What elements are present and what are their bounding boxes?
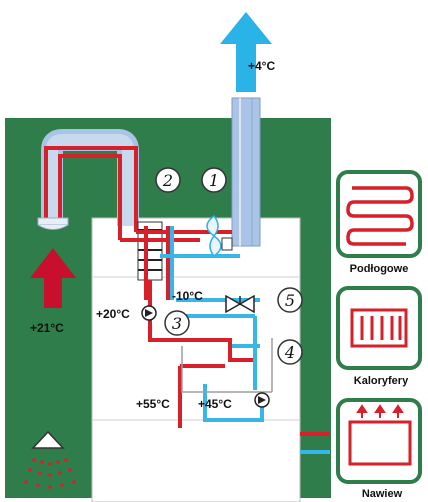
marker-1: 1 <box>209 171 219 190</box>
warm-air-arrow <box>30 248 76 308</box>
air-outlet <box>37 217 69 230</box>
temp-mid-center: -10°C <box>172 289 203 303</box>
marker-2: 2 <box>162 171 173 190</box>
exhaust-arrow <box>220 12 272 92</box>
floor-heating-label: Podłogowe <box>350 263 409 275</box>
floor-heating-panel <box>336 170 422 258</box>
air-supply-panel <box>336 398 422 484</box>
temp-hot-out: +55°C <box>136 397 170 411</box>
gray-lines <box>181 338 273 393</box>
exhaust-duct <box>231 97 261 247</box>
heat-pump-unit <box>91 217 301 502</box>
expansion-valve-icon <box>225 294 255 314</box>
fan-icon <box>206 214 233 258</box>
marker-3: 3 <box>172 314 182 333</box>
circulation-pump-icon <box>141 305 157 321</box>
air-supply-label: Nawiew <box>362 488 403 500</box>
indoor-temp: +21°C <box>30 321 64 335</box>
radiators-label: Kaloryfery <box>354 375 409 387</box>
marker-5: 5 <box>285 291 295 310</box>
exhaust-temp: +4°C <box>248 59 275 73</box>
hot-water-pump-icon <box>254 392 270 408</box>
temp-hot-return: +45°C <box>198 397 232 411</box>
shower-icon <box>24 430 76 489</box>
intake-duct <box>41 129 139 240</box>
marker-4: 4 <box>284 343 295 362</box>
temp-mid-left: +20°C <box>96 307 130 321</box>
radiators-panel <box>336 286 422 370</box>
component-markers: 1 2 3 4 5 <box>155 167 303 365</box>
